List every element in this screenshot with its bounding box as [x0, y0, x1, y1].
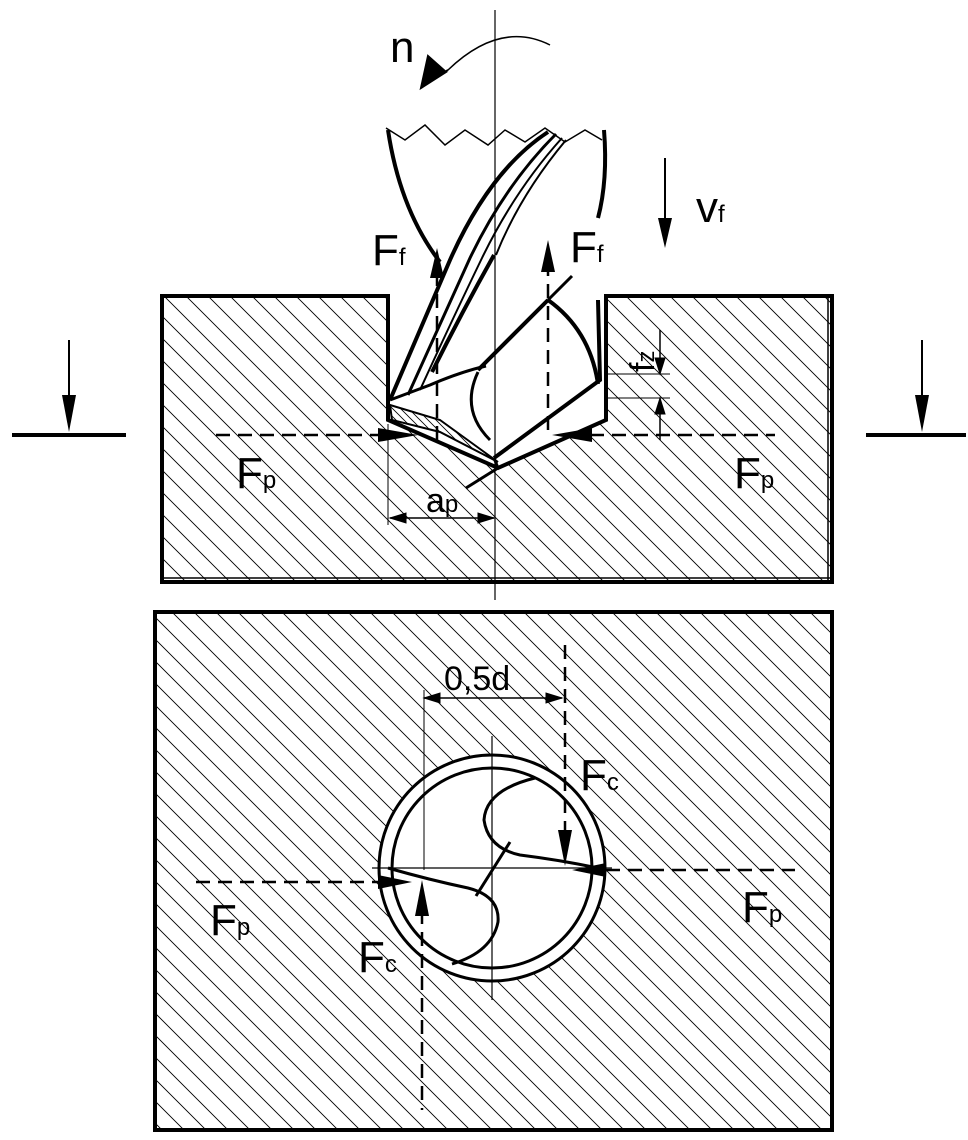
section-arrow-left	[12, 340, 126, 437]
depth-of-cut-label: ap	[426, 482, 458, 520]
passive-force-left-label: Fp	[236, 449, 276, 498]
feed-force-right-label: Ff	[570, 223, 604, 272]
passive-force-bottom-left-label: Fp	[210, 896, 250, 945]
feed-force-left-arrow	[430, 248, 444, 440]
passive-force-bottom-left-arrow	[196, 875, 412, 889]
rotation-label: n	[390, 23, 414, 72]
feed-force-right-arrow	[541, 240, 555, 430]
rotation-arrow	[419, 35, 551, 91]
feed-per-tooth-dimension	[604, 330, 670, 440]
workpiece-section	[160, 294, 834, 584]
feed-velocity-label: vf	[696, 183, 725, 232]
cutting-force-left-label: Fc	[358, 933, 397, 982]
feed-velocity-arrow	[658, 158, 672, 248]
cutting-force-right-label: Fc	[580, 751, 619, 800]
half-diameter-dimension	[422, 690, 564, 870]
passive-force-right-arrow	[552, 428, 775, 442]
depth-of-cut-dimension	[387, 424, 496, 525]
feed-per-tooth-label: fz	[624, 351, 662, 372]
passive-force-right-label: Fp	[734, 449, 774, 498]
cutting-force-right-arrow	[558, 645, 572, 866]
feed-force-left-label: Ff	[372, 226, 406, 275]
passive-force-bottom-right-arrow	[572, 863, 795, 877]
chip-cross-section	[388, 403, 499, 463]
section-arrow-right	[866, 340, 966, 437]
half-diameter-label: 0,5d	[444, 660, 510, 698]
cutting-force-left-arrow	[415, 880, 429, 1110]
drill-bit	[385, 124, 608, 490]
passive-force-bottom-right-label: Fp	[742, 883, 782, 932]
drill-cross-section	[372, 736, 612, 1000]
